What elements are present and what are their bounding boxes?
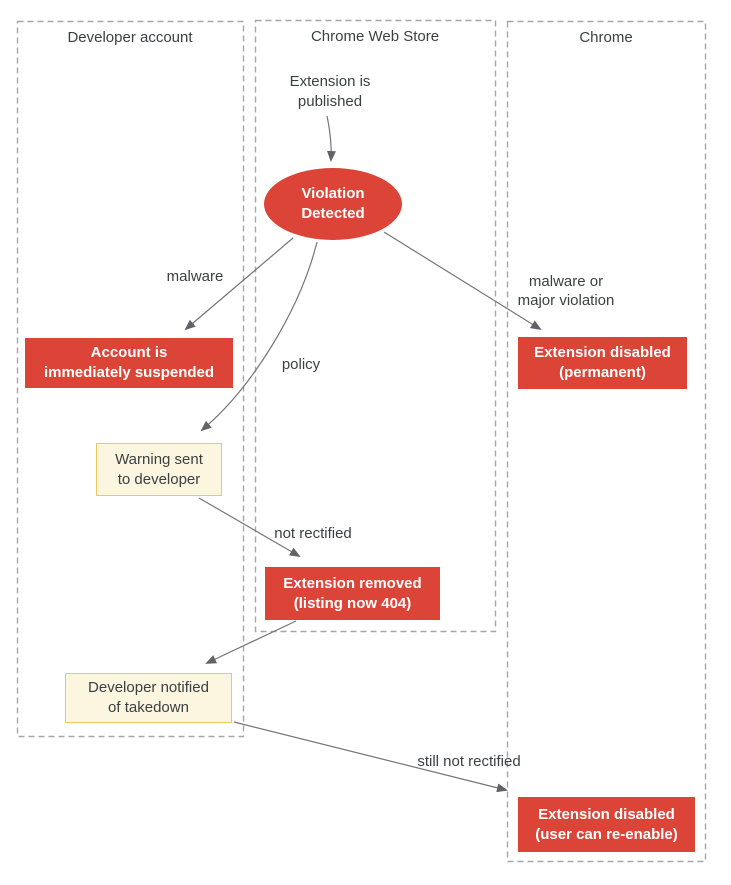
node-extension-disabled-user: Extension disabled (user can re-enable)	[518, 797, 695, 852]
edge-published-to-violation	[326, 115, 336, 162]
node-violation-detected: Violation Detected	[264, 168, 402, 240]
edge-label-not-rectified: not rectified	[274, 525, 352, 542]
edge-label-policy: policy	[281, 356, 321, 373]
lane-title-chrome: Chrome	[579, 29, 633, 46]
node-developer-notified: Developer notified of takedown	[65, 673, 232, 723]
node-extension-disabled-permanent: Extension disabled (permanent)	[518, 337, 687, 389]
lane-chrome-border	[506, 20, 707, 863]
edge-label-malware: malware	[166, 268, 224, 285]
edge-warning-to-extension-removed	[198, 497, 301, 558]
edge-label-malware-or-major-violation: malware or major violation	[517, 273, 615, 309]
lane-developer-account-border	[16, 20, 245, 738]
lane-title-developer-account: Developer account	[67, 29, 193, 46]
lane-title-chrome-web-store: Chrome Web Store	[310, 28, 440, 45]
edge-notified-to-disabled-user	[233, 721, 508, 793]
edge-violation-to-disabled-permanent	[383, 231, 542, 331]
lane-chrome-web-store-border	[254, 19, 497, 633]
edge-violation-to-account-suspended	[184, 237, 294, 331]
node-account-suspended: Account is immediately suspended	[25, 338, 233, 388]
edge-violation-to-warning-sent	[200, 241, 318, 432]
edge-label-still-not-rectified: still not rectified	[417, 753, 521, 770]
edge-removed-to-developer-notified	[205, 620, 297, 664]
node-extension-removed: Extension removed (listing now 404)	[265, 567, 440, 620]
node-extension-published: Extension is published	[289, 73, 371, 110]
node-warning-sent: Warning sent to developer	[96, 443, 222, 496]
